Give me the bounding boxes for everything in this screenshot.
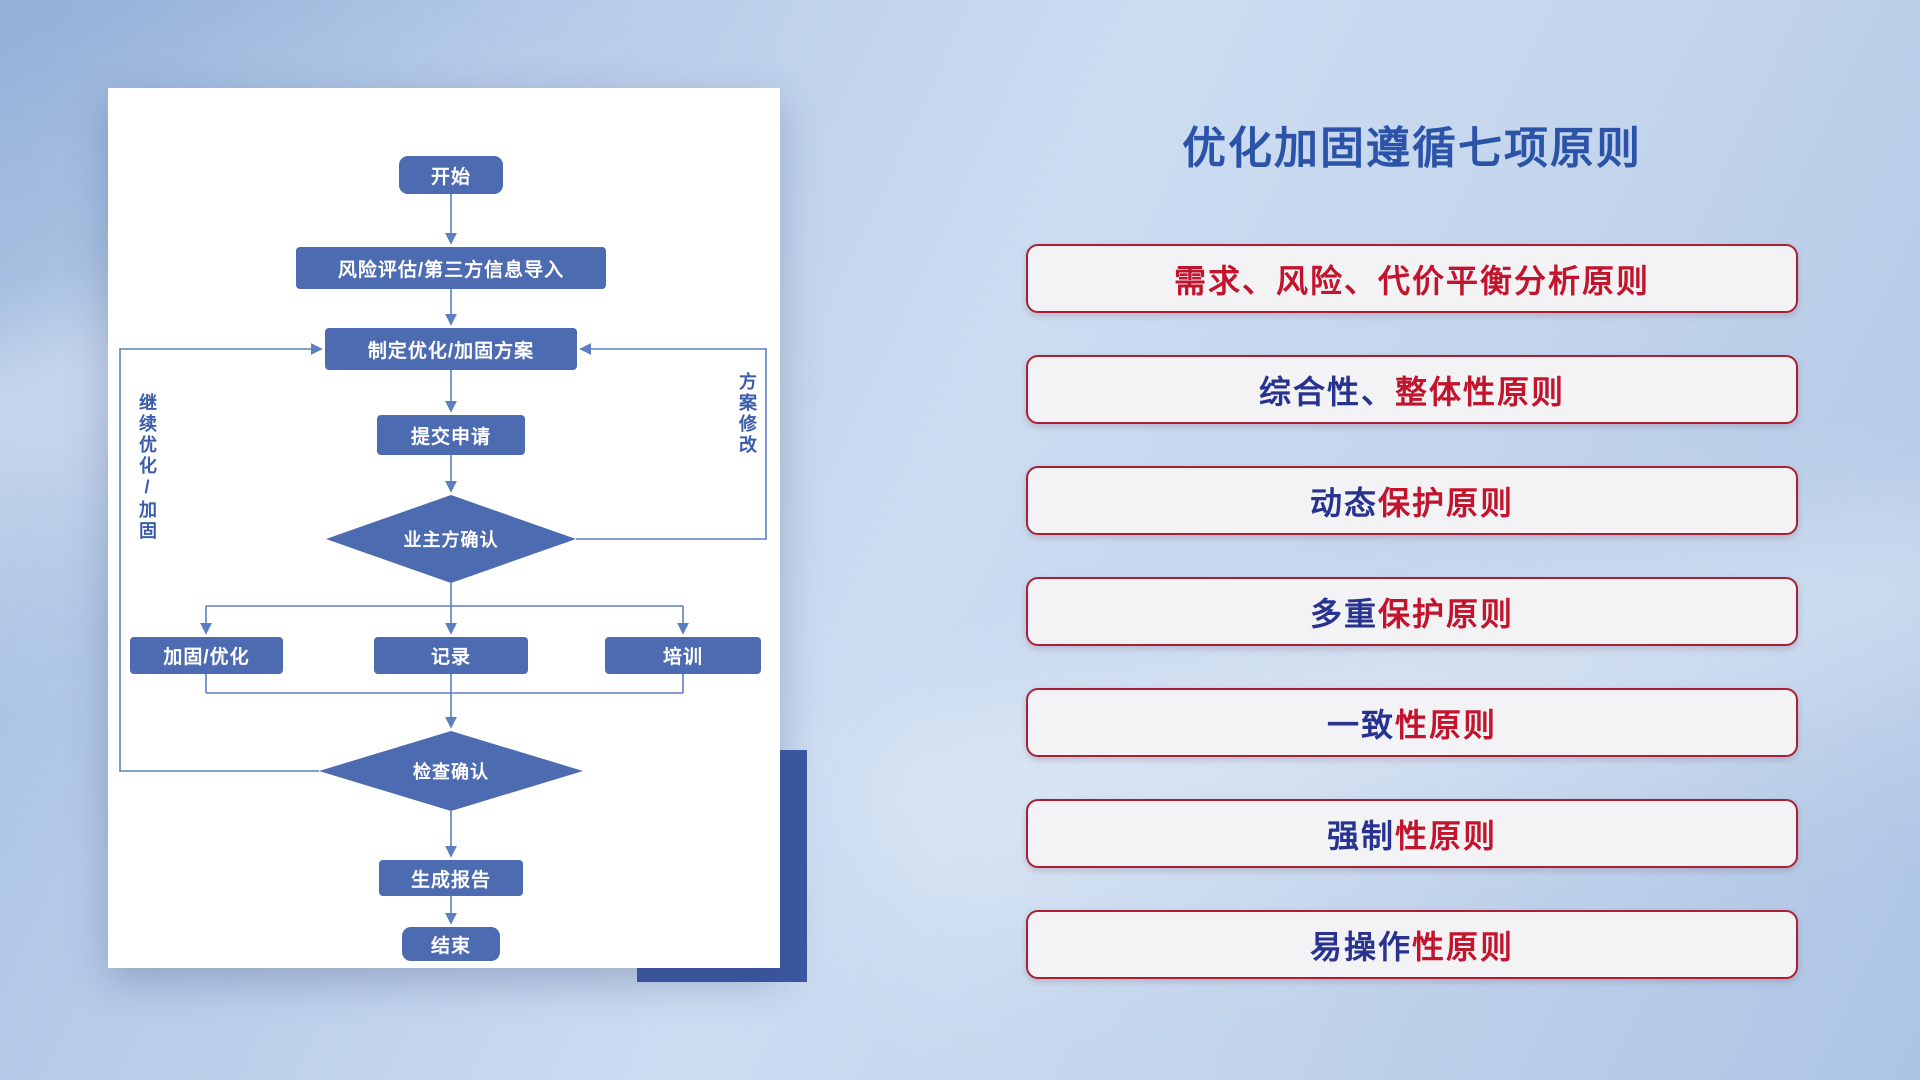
flow-node-risk-assessment: 风险评估/第三方信息导入: [296, 247, 606, 289]
flow-node-end: 结束: [402, 927, 500, 961]
principle-text: 保护原则: [1378, 484, 1515, 521]
flowchart: 开始 风险评估/第三方信息导入 制定优化/加固方案 提交申请 业主方确认 加固/…: [108, 88, 780, 968]
principle-pill: 易操作性原则: [1026, 910, 1798, 979]
flow-node-owner-confirm-label: 业主方确认: [403, 530, 499, 550]
principle-text: 动态: [1309, 484, 1378, 521]
principle-pill: 强制性原则: [1026, 799, 1798, 868]
principle-text: 性原则: [1412, 928, 1515, 965]
principle-pill: 综合性、整体性原则: [1026, 355, 1798, 424]
principle-text: 需求、风险、代价平衡分析原则: [1173, 262, 1650, 299]
principle-pill: 一致性原则: [1026, 688, 1798, 757]
principles-title: 优化加固遵循七项原则: [1182, 124, 1642, 173]
principle-text: 综合性、: [1258, 373, 1395, 410]
decision-check-confirm: [319, 731, 583, 811]
flowchart-card: 开始 风险评估/第三方信息导入 制定优化/加固方案 提交申请 业主方确认 加固/…: [108, 88, 780, 968]
principle-text: 性原则: [1395, 817, 1498, 854]
flow-node-make-plan: 制定优化/加固方案: [325, 328, 577, 370]
flow-node-reinforce-optimize: 加固/优化: [130, 637, 283, 674]
flow-node-generate-report: 生成报告: [379, 860, 523, 896]
principle-text: 保护原则: [1378, 595, 1515, 632]
principle-text: 易操作: [1309, 928, 1412, 965]
principle-pill: 多重保护原则: [1026, 577, 1798, 646]
principle-text: 强制: [1326, 817, 1395, 854]
decision-owner-confirm: [326, 495, 576, 583]
principle-text: 多重: [1309, 595, 1378, 632]
principle-text: 整体性原则: [1395, 373, 1566, 410]
principle-pill: 需求、风险、代价平衡分析原则: [1026, 244, 1798, 313]
principle-pill: 动态保护原则: [1026, 466, 1798, 535]
flow-node-record: 记录: [374, 637, 528, 674]
loop-label-continue-optimize: 继续优化/加固: [137, 393, 157, 542]
loop-label-plan-revision: 方案修改: [737, 372, 757, 456]
flow-node-start: 开始: [399, 156, 503, 194]
flowchart-connectors: [119, 194, 767, 925]
principles-list: 需求、风险、代价平衡分析原则综合性、整体性原则动态保护原则多重保护原则一致性原则…: [1026, 244, 1798, 979]
principle-text: 性原则: [1395, 706, 1498, 743]
principle-text: 一致: [1326, 706, 1395, 743]
flow-node-submit-request: 提交申请: [377, 415, 525, 455]
flow-node-check-confirm-label: 检查确认: [413, 762, 489, 782]
flow-node-training: 培训: [605, 637, 761, 674]
